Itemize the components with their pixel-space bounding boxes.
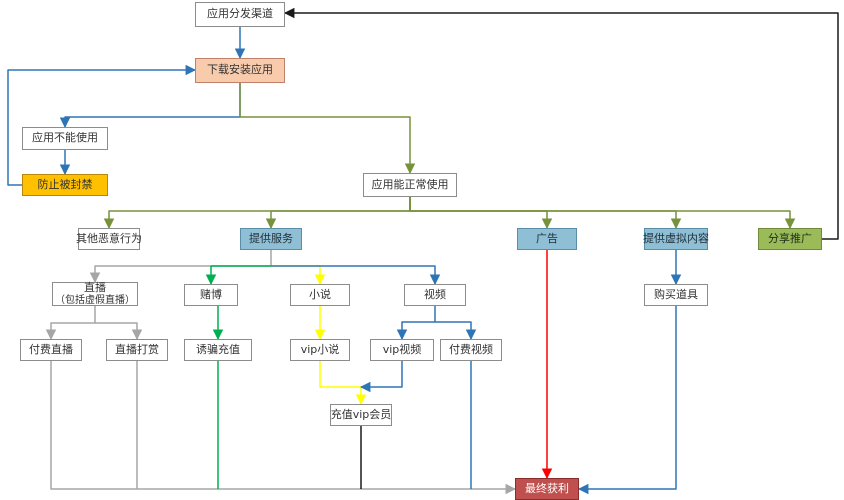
node-label: 应用分发渠道 (207, 7, 273, 21)
edge-video-to-vip-video (396, 306, 436, 341)
node-paid-video: 付费视频 (440, 339, 502, 361)
node-label: 购买道具 (654, 287, 698, 301)
node-live: 直播（包括虚假直播） (52, 280, 138, 306)
node-virtual: 提供虚拟内容 (643, 228, 709, 250)
node-label: 广告 (536, 231, 558, 245)
node-label: 防止被封禁 (37, 177, 93, 191)
node-share: 分享推广 (758, 228, 822, 250)
node-label: 视频 (424, 287, 446, 301)
node-vip-novel: vip小说 (290, 339, 350, 361)
node-profit: 最终获利 (515, 478, 579, 500)
node-label: 付费视频 (449, 342, 493, 356)
node-label: 付费直播 (29, 342, 73, 356)
edge-vip-novel-to-vip-member (319, 361, 367, 406)
edge-service-to-novel (271, 265, 326, 286)
node-lure-recharge: 诱骗充值 (184, 339, 252, 361)
node-label: 赌博 (200, 287, 222, 301)
edge-download-to-unusable (59, 83, 241, 129)
node-label: 提供服务 (249, 231, 293, 245)
node-label: vip小说 (300, 342, 340, 356)
edge-anti-ban-to-download (7, 64, 197, 186)
node-usable: 应用能正常使用 (363, 173, 457, 197)
node-download: 下载安装应用 (195, 58, 285, 83)
node-label: 诱骗充值 (196, 342, 240, 356)
node-sublabel: （包括虚假直播） (55, 294, 135, 306)
edge-usable-to-ads (409, 197, 553, 230)
edge-service-to-gambling (205, 265, 271, 286)
edge-usable-to-malicious (103, 197, 411, 230)
node-label: vip视频 (382, 342, 422, 356)
edge-usable-to-service (265, 197, 411, 230)
edge-live-to-live-tip (95, 322, 143, 341)
node-label: 最终获利 (525, 481, 569, 495)
edge-download-to-usable (239, 83, 416, 175)
node-label: 下载安装应用 (207, 63, 273, 77)
node-label: 分享推广 (768, 231, 812, 245)
node-video: 视频 (404, 284, 466, 306)
node-anti-ban: 防止被封禁 (22, 174, 108, 196)
edge-service-to-live (89, 250, 272, 284)
node-vip-member: 充值vip会员 (330, 404, 392, 426)
edge-usable-to-virtual (409, 197, 682, 230)
edge-usable-to-share (409, 197, 796, 230)
node-novel: 小说 (290, 284, 350, 306)
node-unusable: 应用不能使用 (22, 127, 108, 150)
node-gambling: 赌博 (184, 284, 238, 306)
node-malicious: 其他恶意行为 (76, 228, 142, 250)
node-label: 小说 (309, 287, 331, 301)
node-label: 提供虚拟内容 (643, 231, 709, 245)
edge-service-to-video (271, 265, 441, 286)
node-service: 提供服务 (240, 228, 302, 250)
edge-paid-live-to-profit (50, 361, 517, 495)
node-label: 直播打赏 (115, 342, 159, 356)
node-vip-video: vip视频 (370, 339, 434, 361)
node-label: 应用能正常使用 (371, 177, 449, 191)
node-channel: 应用分发渠道 (195, 2, 285, 27)
node-paid-live: 付费直播 (20, 339, 82, 361)
node-label: 应用不能使用 (32, 131, 98, 145)
edge-live-to-paid-live (45, 306, 96, 341)
node-buy-items: 购买道具 (644, 284, 708, 306)
node-live-tip: 直播打赏 (106, 339, 168, 361)
edge-video-to-paid-video (435, 321, 477, 341)
node-label: 充值vip会员 (330, 407, 392, 421)
edge-vip-video-to-vip-member (359, 361, 403, 393)
node-label: 直播 (84, 280, 106, 294)
edge-buy-items-to-profit (577, 306, 677, 495)
node-label: 其他恶意行为 (76, 231, 142, 245)
node-ads: 广告 (517, 228, 577, 250)
edge-share-to-channel (283, 7, 839, 240)
